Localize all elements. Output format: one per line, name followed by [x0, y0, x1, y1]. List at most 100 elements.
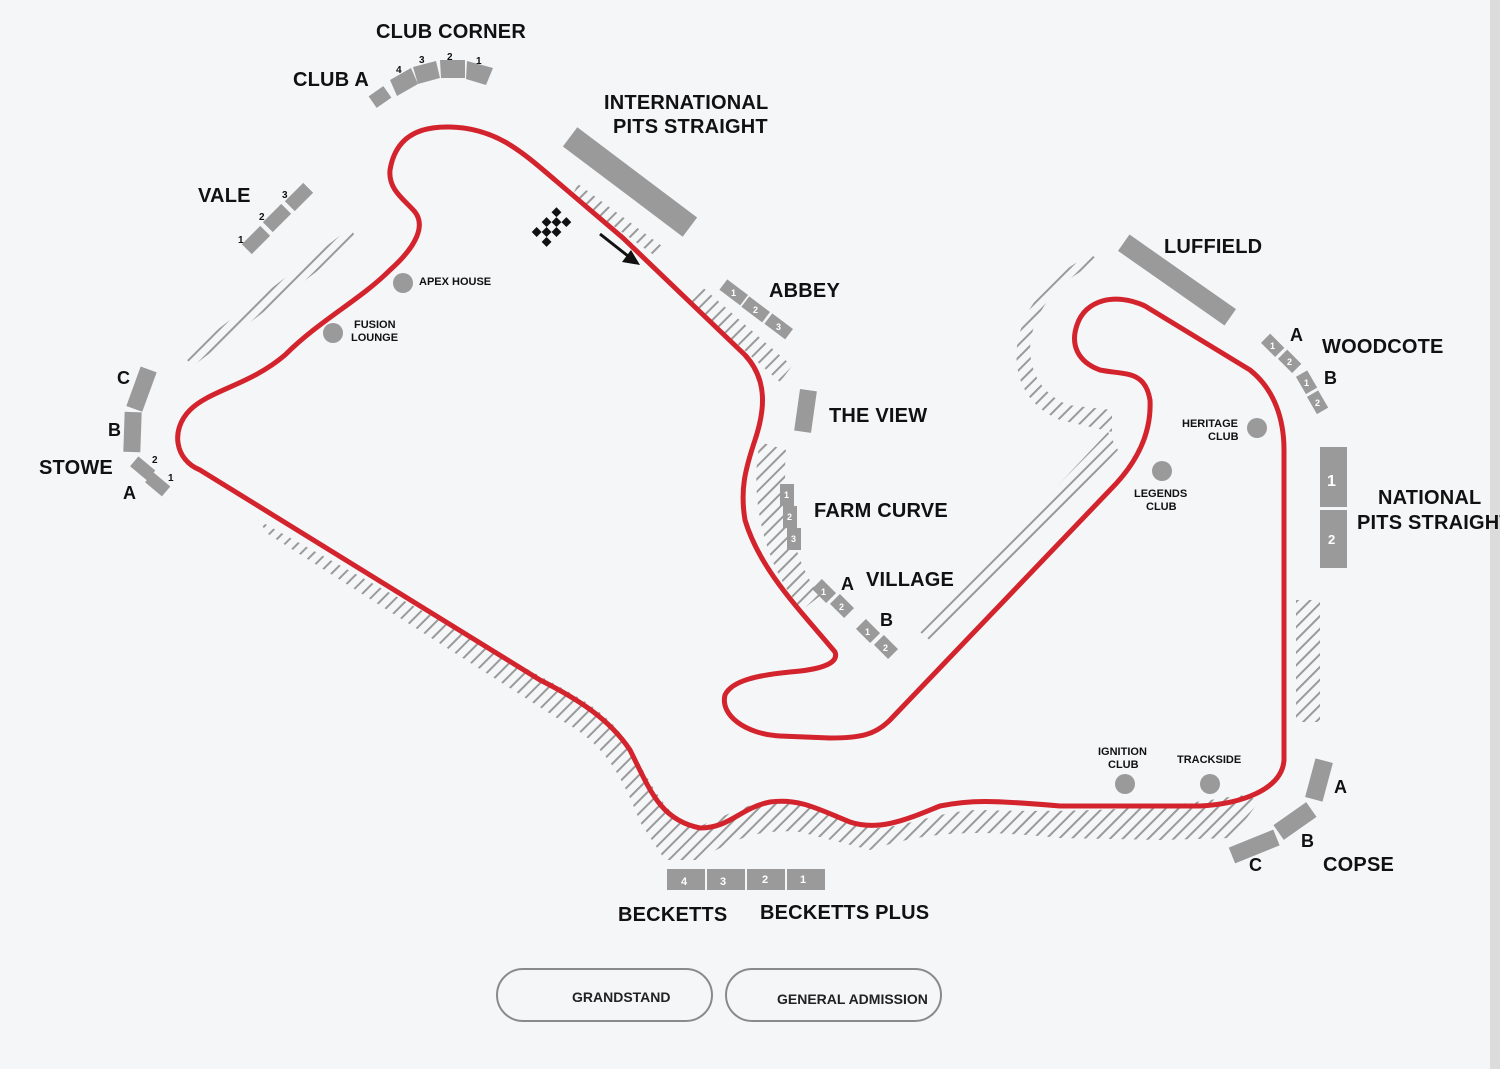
label-woodcote: WOODCOTE: [1322, 336, 1444, 358]
label-heritage-2: CLUB: [1208, 431, 1239, 443]
legends-club-marker: [1152, 461, 1172, 481]
grandstand-stowe: [123, 366, 171, 497]
legend-general-admission-label: GENERAL ADMISSION: [777, 991, 928, 1007]
label-vale: VALE: [198, 185, 251, 207]
label-ignition-1: IGNITION: [1098, 746, 1147, 758]
stand-number: 1: [168, 473, 174, 484]
fusion-lounge-marker: [323, 323, 343, 343]
label-the-view: THE VIEW: [829, 405, 928, 427]
label-becketts: BECKETTS: [618, 904, 728, 926]
label-becketts-plus: BECKETTS PLUS: [760, 902, 930, 924]
direction-arrow-icon: [599, 232, 640, 265]
race-track: [175, 124, 1287, 831]
stand-number: 2: [1328, 532, 1335, 547]
grandstand-the-view: [794, 388, 817, 433]
label-stowe-a: A: [123, 483, 136, 503]
stand-number: 3: [720, 876, 726, 888]
grandstand-international-pits: [562, 127, 698, 237]
label-farm-curve: FARM CURVE: [814, 500, 948, 522]
ga-becketts-hangar: [258, 520, 1260, 860]
hospitality-markers: [323, 273, 1267, 794]
label-stowe-c: C: [117, 368, 130, 388]
label-village-a: A: [841, 574, 854, 594]
grandstand-abbey: [719, 279, 793, 340]
stand-number: 1: [476, 56, 482, 67]
ga-village: [920, 432, 1118, 642]
label-village: VILLAGE: [866, 569, 955, 591]
label-luffield: LUFFIELD: [1164, 236, 1263, 258]
stand-number: 2: [1315, 398, 1320, 408]
stand-number: 1: [865, 627, 870, 637]
grandstand-vale: [241, 182, 314, 255]
stand-number: 1: [821, 587, 826, 597]
stand-number: 2: [762, 874, 768, 886]
grandstand-club-a: [368, 86, 392, 108]
label-copse-c: C: [1249, 855, 1262, 875]
grandstand-luffield: [1118, 234, 1236, 326]
grandstand-national-pits: [1320, 447, 1347, 568]
label-woodcote-b: B: [1324, 368, 1337, 388]
ga-abbey: [688, 285, 792, 382]
stand-number: 2: [152, 455, 158, 466]
grandstands: [123, 60, 1347, 890]
ga-vale: [183, 228, 358, 366]
legend-general-admission: [725, 968, 942, 1022]
label-international-pits-1: INTERNATIONAL: [604, 92, 769, 114]
grandstand-farm-curve: [780, 484, 801, 550]
label-apex-house: APEX HOUSE: [419, 276, 492, 288]
stand-number: 1: [1327, 473, 1336, 490]
grandstand-becketts: [667, 869, 825, 890]
stand-number: 1: [238, 235, 244, 246]
legend-grandstand: [496, 968, 713, 1022]
stand-number: 4: [681, 876, 688, 888]
label-village-b: B: [880, 610, 893, 630]
legend-grandstand-label: GRANDSTAND: [572, 989, 671, 1005]
ga-national: [1296, 600, 1320, 722]
stand-number: 1: [1304, 378, 1309, 388]
stand-number: 2: [787, 512, 792, 522]
stand-number: 4: [396, 65, 402, 76]
label-fusion-2: LOUNGE: [351, 332, 399, 344]
label-heritage-1: HERITAGE: [1182, 418, 1239, 430]
stand-number: 2: [753, 305, 758, 315]
grandstand-copse: [1228, 758, 1333, 864]
heritage-club-marker: [1247, 418, 1267, 438]
grandstand-numbers: 4 3 2 1 1 2 3 1 2 3 1 2 3 1 2 1 2 1 2 1 …: [152, 52, 1336, 888]
stand-number: 2: [447, 52, 453, 63]
label-trackside: TRACKSIDE: [1177, 754, 1242, 766]
label-abbey: ABBEY: [769, 280, 841, 302]
ga-luffield: [1016, 255, 1112, 432]
chequered-flag-icon: [531, 207, 572, 247]
label-international-pits-2: PITS STRAIGHT: [613, 116, 768, 138]
stand-number: 1: [784, 490, 789, 500]
stand-number: 3: [419, 55, 425, 66]
grandstand-club-corner: [390, 60, 493, 96]
ga-international-pits: [572, 184, 662, 256]
page-edge: [1490, 0, 1500, 1069]
label-ignition-2: CLUB: [1108, 759, 1139, 771]
stand-number: 3: [791, 534, 796, 544]
label-woodcote-a: A: [1290, 325, 1303, 345]
label-copse-a: A: [1334, 777, 1347, 797]
stand-number: 3: [776, 322, 781, 332]
stand-number: 3: [282, 190, 288, 201]
label-legends-2: CLUB: [1146, 501, 1177, 513]
label-fusion-1: FUSION: [354, 319, 396, 331]
stand-number: 1: [731, 288, 736, 298]
label-national-pits-2: PITS STRAIGHT: [1357, 512, 1500, 534]
stand-number: 1: [800, 874, 806, 886]
label-stowe-b: B: [108, 420, 121, 440]
stand-number: 2: [1287, 357, 1292, 367]
grandstand-woodcote: [1260, 333, 1329, 415]
label-copse-b: B: [1301, 831, 1314, 851]
label-national-pits-1: NATIONAL: [1378, 487, 1482, 509]
label-stowe: STOWE: [39, 457, 113, 479]
stand-number: 1: [1270, 341, 1275, 351]
label-club-corner: CLUB CORNER: [376, 21, 526, 43]
ignition-club-marker: [1115, 774, 1135, 794]
grandstand-village: [811, 578, 899, 660]
stand-number: 2: [883, 643, 888, 653]
stand-number: 2: [839, 602, 844, 612]
stand-number: 2: [259, 212, 265, 223]
label-copse: COPSE: [1323, 854, 1395, 876]
